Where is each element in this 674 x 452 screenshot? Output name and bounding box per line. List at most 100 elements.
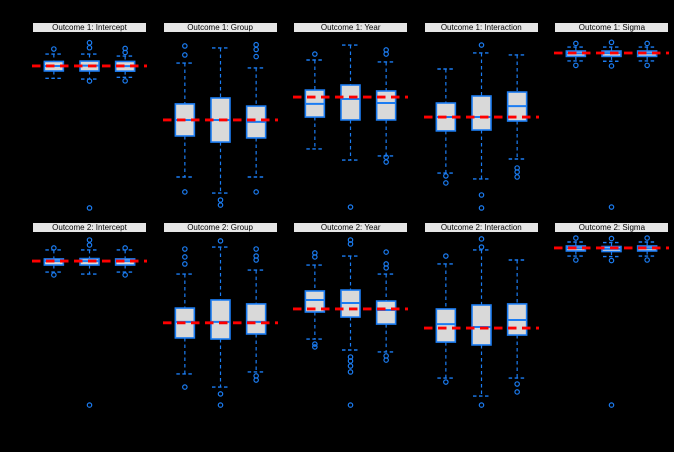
panel-title: Outcome 2: Year: [320, 223, 381, 232]
panel-strip: Outcome 1: Year: [293, 22, 409, 33]
boxplot: [376, 47, 397, 165]
box: [470, 304, 492, 346]
outlier-point: [347, 204, 354, 210]
outlier-point: [514, 381, 520, 387]
panel-title: Outcome 1: Group: [187, 23, 253, 32]
outlier-point: [609, 63, 615, 69]
outlier-point: [478, 42, 485, 48]
outlier-point: [644, 257, 651, 263]
box: [209, 299, 231, 340]
box: [470, 95, 492, 131]
panel-outcome-1-intercept: Outcome 1: Intercept: [32, 22, 147, 213]
outlier-point: [644, 40, 651, 47]
outlier-point: [217, 197, 223, 203]
outlier-point: [252, 257, 259, 263]
outlier-point: [383, 357, 390, 363]
boxplot: [174, 246, 195, 390]
boxplot: [304, 250, 326, 350]
panel-plot-area: [162, 238, 278, 408]
outlier-point: [217, 402, 223, 408]
panel-title: Outcome 1: Sigma: [578, 23, 646, 32]
outlier-point: [573, 257, 580, 263]
panel-strip: Outcome 2: Group: [162, 222, 278, 233]
outlier-point: [181, 189, 188, 195]
panel-strip: Outcome 2: Interaction: [423, 222, 539, 233]
panel-plot-area: [32, 237, 147, 408]
panel-strip: Outcome 1: Group: [162, 22, 278, 33]
outlier-point: [573, 40, 580, 47]
panel-strip: Outcome 2: Year: [293, 222, 409, 233]
outlier-point: [383, 159, 390, 165]
panel-outcome-2-year: Outcome 2: Year: [293, 222, 409, 413]
panel-strip: Outcome 1: Sigma: [554, 22, 670, 33]
outlier-point: [514, 389, 520, 395]
boxplot: [506, 259, 528, 395]
outlier-point: [122, 49, 128, 56]
outlier-point: [86, 242, 93, 248]
box: [304, 290, 326, 313]
outlier-point: [383, 249, 390, 255]
outlier-point: [312, 341, 318, 347]
boxplot: [304, 51, 326, 150]
box: [376, 300, 397, 325]
outlier-point: [51, 46, 57, 52]
outlier-point: [514, 174, 520, 180]
outlier-point: [478, 192, 485, 198]
box: [340, 84, 361, 121]
outlier-point: [181, 384, 188, 390]
boxplot: [43, 46, 65, 80]
outlier-point: [252, 189, 259, 195]
outlier-point: [644, 235, 651, 241]
boxplot: [245, 41, 267, 195]
boxplot: [79, 237, 100, 408]
outlier-point: [252, 46, 259, 53]
boxplot: [601, 39, 623, 210]
outlier-point: [442, 253, 449, 259]
outlier-point: [181, 261, 188, 267]
outlier-point: [51, 245, 57, 251]
boxplot: [435, 68, 456, 186]
boxplot: [209, 47, 231, 208]
outlier-point: [312, 254, 318, 260]
outlier-point: [217, 238, 223, 244]
panel-strip: Outcome 2: Intercept: [32, 222, 147, 233]
outlier-point: [86, 237, 93, 243]
outlier-point: [442, 173, 449, 179]
panel-outcome-2-intercept: Outcome 2: Intercept: [32, 222, 147, 413]
boxplot: [376, 249, 397, 363]
outlier-point: [252, 41, 259, 48]
outlier-point: [217, 391, 223, 397]
boxplot: [506, 54, 528, 180]
boxplot: [245, 246, 267, 383]
outlier-point: [51, 272, 57, 278]
outlier-point: [252, 246, 259, 252]
panel-outcome-2-group: Outcome 2: Group: [162, 222, 278, 413]
outlier-point: [122, 245, 128, 251]
outlier-point: [252, 53, 259, 60]
panel-outcome-2-interaction: Outcome 2: Interaction: [423, 222, 539, 413]
panel-plot-area: [293, 44, 409, 210]
panel-outcome-2-sigma: Outcome 2: Sigma: [554, 222, 670, 413]
boxplot: [470, 42, 492, 211]
outlier-point: [181, 246, 188, 252]
panel-plot-area: [293, 237, 409, 408]
outlier-point: [181, 52, 188, 58]
outlier-point: [609, 402, 615, 408]
panel-strip: Outcome 1: Intercept: [32, 22, 147, 33]
box: [376, 90, 397, 121]
panel-plot-area: [423, 42, 539, 211]
outlier-point: [217, 202, 223, 208]
outlier-point: [609, 257, 615, 264]
outlier-point: [347, 363, 354, 369]
panel-plot-area: [554, 39, 670, 210]
outlier-point: [122, 272, 128, 278]
boxplot: [435, 253, 456, 385]
outlier-point: [609, 39, 615, 46]
outlier-point: [609, 235, 615, 242]
outlier-point: [478, 236, 485, 242]
outlier-point: [347, 402, 354, 408]
outlier-point: [442, 180, 449, 186]
outlier-point: [181, 254, 188, 260]
boxplot: [340, 237, 361, 408]
